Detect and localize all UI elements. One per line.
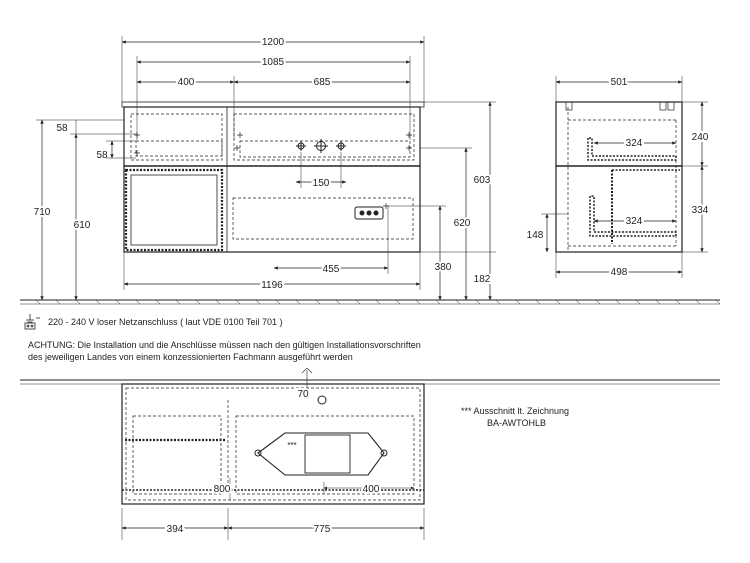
dim-394: 394 [167,524,184,535]
top-cabinet-outline [121,383,425,505]
front-left-door [124,168,224,252]
dim-324-lower: 324 [626,216,643,227]
dim-501: 501 [611,77,628,88]
dim-1200: 1200 [262,37,285,48]
dim-150: 150 [313,178,330,189]
dim-498: 498 [611,267,628,278]
top-view [20,367,720,540]
side-view [541,76,708,278]
dim-182: 182 [474,274,491,285]
side-view-labels: 501 324 324 240 334 148 498 [527,75,711,280]
dim-70: 70 [297,389,309,400]
dim-334: 334 [692,205,709,216]
sink-marker: *** [287,441,296,450]
dim-380: 380 [435,262,452,273]
cutout-note-2: BA-AWTOHLB [487,418,547,428]
warning-line-2: des jeweiligen Landes von einem konzessi… [28,352,353,362]
dim-1196: 1196 [261,280,283,291]
side-cabinet-outline [555,101,683,253]
sink-cutout [257,432,385,476]
dim-775: 775 [314,524,331,535]
power-supply-note: 220 - 240 V loser Netzanschluss ( laut V… [48,317,283,327]
dim-400: 400 [178,77,195,88]
dim-1085: 1085 [262,57,285,68]
front-cabinet-outline [123,106,421,253]
dim-455: 455 [323,264,340,275]
dim-620: 620 [454,218,471,229]
dim-685: 685 [314,77,331,88]
dim-58-inner: 58 [96,150,108,161]
power-connection-icon [24,314,40,330]
socket-icon [354,206,384,220]
dim-610: 610 [74,220,91,231]
front-view-labels: 1200 1085 400 685 58 58 710 610 150 603 … [32,35,493,293]
dim-324-upper: 324 [626,138,643,149]
dim-710: 710 [34,207,51,218]
dim-603: 603 [474,175,491,186]
water-connection-icon [296,139,346,153]
dim-240: 240 [692,132,709,143]
front-countertop [121,101,425,108]
dim-58-top: 58 [56,123,68,134]
top-view-labels: 70 *** 800 400 394 775 [165,387,382,537]
warning-line-1: ACHTUNG: Die Installation und die Anschl… [28,340,421,350]
cutout-note-1: *** Ausschnitt lt. Zeichnung [461,406,570,416]
dim-800: 800 [214,484,231,495]
dim-148: 148 [527,230,544,241]
dim-400-top: 400 [363,484,380,495]
front-view [20,36,721,305]
